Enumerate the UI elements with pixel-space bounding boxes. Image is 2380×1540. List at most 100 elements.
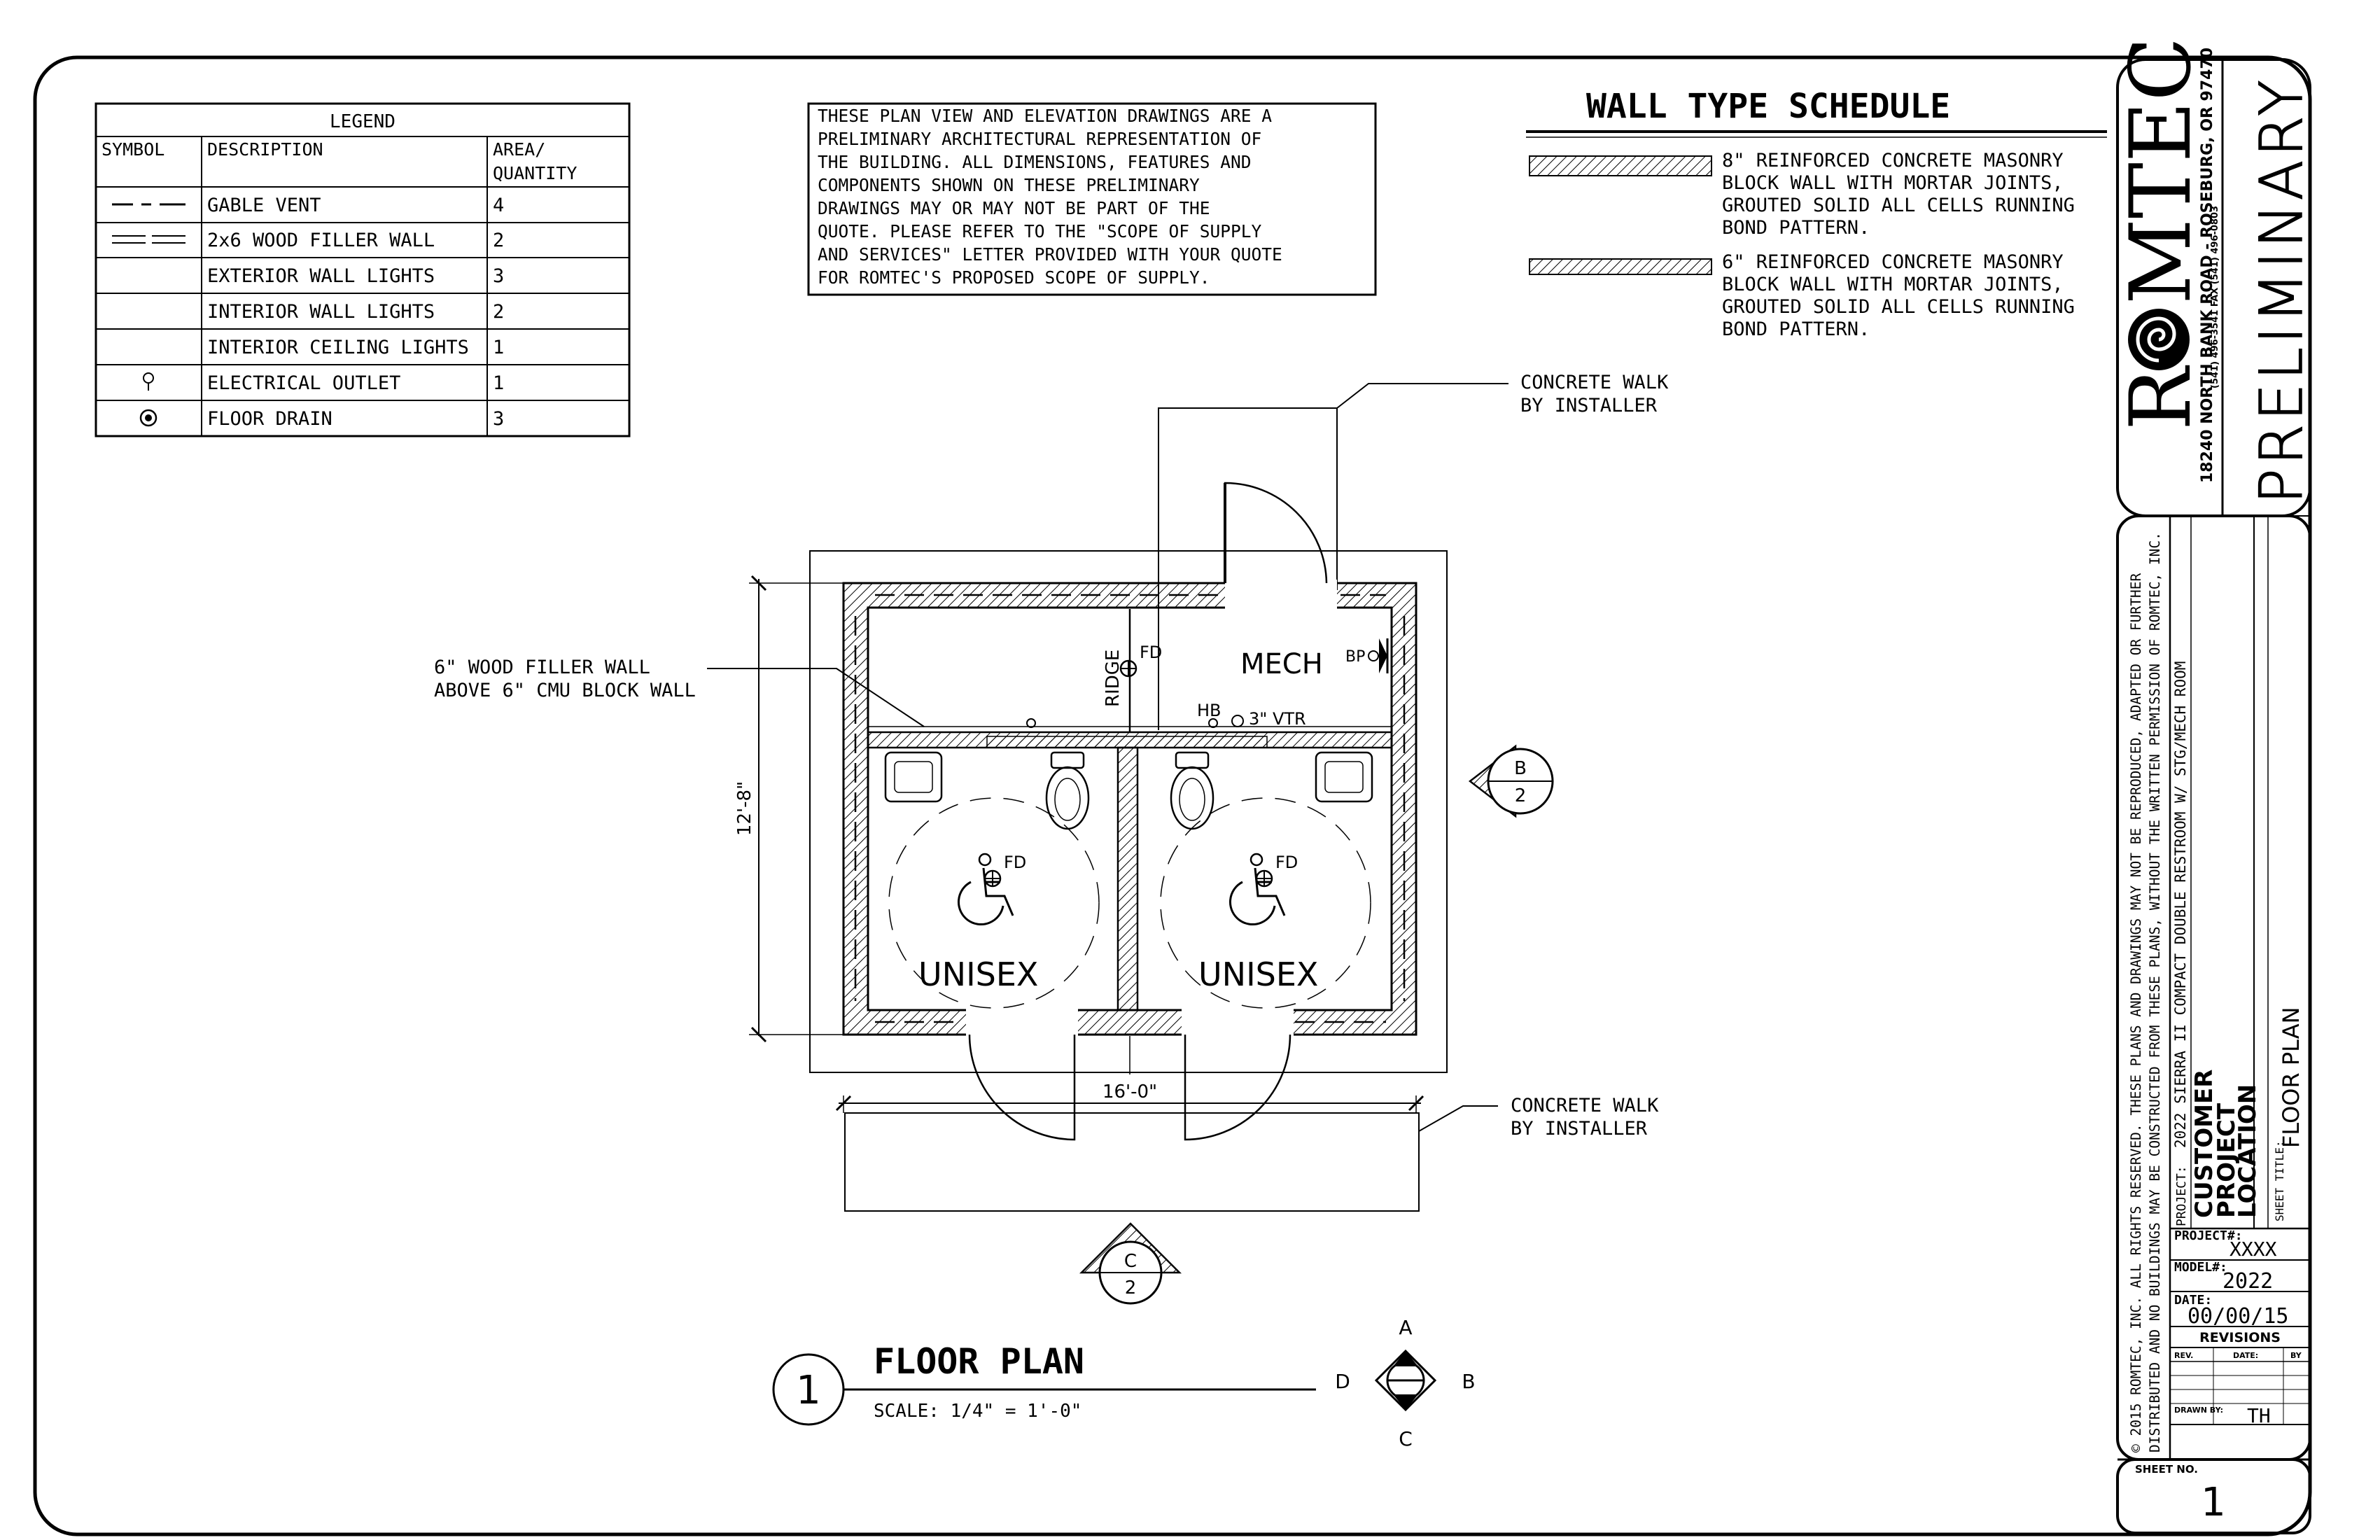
legend-row-quantity: 1 bbox=[493, 337, 504, 358]
walk-note-bottom: BY INSTALLER bbox=[1511, 1118, 1648, 1140]
section-b-number: 2 bbox=[1515, 785, 1527, 806]
legend-row: GABLE VENT 4 bbox=[207, 195, 504, 216]
mech-door-swing bbox=[1224, 482, 1328, 584]
turning-circle-left bbox=[888, 797, 1100, 1009]
compass-a: A bbox=[1399, 1316, 1412, 1339]
fd-label: FD bbox=[1004, 853, 1026, 872]
legend-row-description: 2x6 WOOD FILLER WALL bbox=[207, 230, 435, 251]
project-label: PROJECT: bbox=[2174, 1166, 2189, 1226]
wall-type-line: 6" REINFORCED CONCRETE MASONRY bbox=[1722, 251, 2064, 273]
wall-type-6in-swatch bbox=[1529, 258, 1712, 275]
logo-text-r: R bbox=[2113, 365, 2210, 430]
copyright-line-1: © 2015 ROMTEC, INC. ALL RIGHTS RESERVED.… bbox=[2128, 573, 2144, 1452]
fd-label: FD bbox=[1140, 643, 1162, 662]
floor-drain-icon bbox=[983, 869, 1002, 888]
legend-title: LEGEND bbox=[330, 111, 396, 132]
legend-row-quantity: 3 bbox=[493, 408, 504, 430]
wall-type-8in-swatch bbox=[1529, 155, 1712, 176]
walk-note-top-leader bbox=[1336, 383, 1508, 409]
drawn-by: TH bbox=[2247, 1404, 2271, 1427]
model-label: MODEL#: bbox=[2174, 1260, 2227, 1275]
walk-note-bottom-leader bbox=[1418, 1105, 1498, 1132]
sheet-no-label: SHEET NO. bbox=[2135, 1463, 2198, 1476]
address: 18240 NORTH BANK ROAD - ROSEBURG, OR 974… bbox=[2199, 48, 2216, 483]
legend-row-quantity: 2 bbox=[493, 301, 504, 323]
legend-row-quantity: 1 bbox=[493, 372, 504, 394]
date-label: DATE: bbox=[2174, 1293, 2212, 1308]
concrete-walk-bottom bbox=[844, 1112, 1420, 1212]
legend-header-description: DESCRIPTION bbox=[207, 139, 323, 160]
walk-note-top: CONCRETE WALK bbox=[1520, 372, 1669, 393]
legend-row: EXTERIOR WALL LIGHTS 3 bbox=[207, 265, 504, 287]
plan-title: 1 FLOOR PLAN SCALE: 1/4" = 1'-0" bbox=[772, 1341, 1316, 1426]
legend-row: ELECTRICAL OUTLET 1 bbox=[207, 372, 504, 394]
outlet-icon bbox=[143, 372, 154, 391]
compass-rose: A B C D bbox=[1335, 1316, 1475, 1450]
rev-col-by: BY bbox=[2290, 1351, 2302, 1360]
wall-type-line: GROUTED SOLID ALL CELLS RUNNING bbox=[1722, 296, 2075, 318]
legend-row-description: GABLE VENT bbox=[207, 195, 321, 216]
backflow-preventer-icon bbox=[1368, 638, 1389, 673]
floor-plan: RIDGE FD FD FD MECH BP HB 3" VTR UNISEX … bbox=[434, 372, 1669, 1305]
section-marker-b: B 2 bbox=[1468, 744, 1554, 818]
filler-note: ABOVE 6" CMU BLOCK WALL bbox=[434, 680, 696, 701]
notice-line: COMPONENTS SHOWN ON THESE PRELIMINARY bbox=[818, 175, 1200, 195]
section-c-letter: C bbox=[1124, 1251, 1137, 1272]
left-door-swing bbox=[968, 1034, 1076, 1141]
customer-name: CUSTOMER bbox=[2190, 1070, 2218, 1218]
legend-table: LEGEND SYMBOL DESCRIPTION AREA/ QUANTITY… bbox=[94, 102, 631, 438]
turning-circle-right bbox=[1160, 797, 1371, 1009]
floor-drain-icon bbox=[1255, 869, 1273, 888]
room-label-left: UNISEX bbox=[918, 955, 1038, 993]
room-label-right: UNISEX bbox=[1198, 955, 1318, 993]
notice-line: FOR ROMTEC'S PROPOSED SCOPE OF SUPPLY. bbox=[818, 267, 1210, 288]
spiral-logo-icon bbox=[2128, 309, 2190, 370]
notice-line: AND SERVICES" LETTER PROVIDED WITH YOUR … bbox=[818, 244, 1282, 265]
legend-header-symbol: SYMBOL bbox=[102, 139, 164, 160]
plan-number: 1 bbox=[796, 1368, 821, 1413]
legend-row-quantity: 3 bbox=[493, 265, 504, 287]
section-marker-c: C 2 bbox=[1079, 1222, 1182, 1305]
legend-row-description: EXTERIOR WALL LIGHTS bbox=[207, 265, 435, 287]
preliminary-notice: THESE PLAN VIEW AND ELEVATION DRAWINGS A… bbox=[807, 102, 1377, 296]
dimension-width-label: 16'-0" bbox=[1102, 1082, 1157, 1102]
legend-row-description: FLOOR DRAIN bbox=[207, 408, 332, 430]
walk-note-bottom: CONCRETE WALK bbox=[1511, 1095, 1659, 1116]
legend-header-area: AREA/ bbox=[493, 139, 545, 160]
section-c-number: 2 bbox=[1125, 1278, 1137, 1298]
legend-header-quantity: QUANTITY bbox=[493, 163, 577, 183]
vtr-label: 3" VTR bbox=[1249, 709, 1306, 729]
preliminary-stamp: PRELIMINARY bbox=[2247, 76, 2316, 504]
project-no-label: PROJECT#: bbox=[2174, 1228, 2243, 1243]
date-value: 00/00/15 bbox=[2188, 1304, 2289, 1329]
toilet-left bbox=[1045, 751, 1090, 830]
hose-bib-icon bbox=[1208, 718, 1218, 728]
bp-label: BP bbox=[1345, 648, 1365, 666]
hb-label: HB bbox=[1197, 701, 1222, 720]
filler-wall-symbol bbox=[112, 235, 186, 244]
mech-room-label: MECH bbox=[1240, 648, 1323, 680]
project-value: 2022 SIERRA II COMPACT DOUBLE RESTROOM W… bbox=[2172, 662, 2189, 1148]
copyright-line-2: DISTRIBUTED AND NO BUILDINGS MAY BE CONS… bbox=[2147, 532, 2163, 1452]
legend-row-quantity: 4 bbox=[493, 195, 504, 216]
rev-col-rev: REV. bbox=[2174, 1351, 2193, 1360]
section-b-letter: B bbox=[1514, 758, 1527, 779]
legend-row-description: ELECTRICAL OUTLET bbox=[207, 372, 400, 394]
plan-scale: SCALE: 1/4" = 1'-0" bbox=[874, 1401, 1082, 1422]
dimension-width: 16'-0" bbox=[835, 1036, 1424, 1113]
project-location: LOCATION bbox=[2234, 1084, 2262, 1218]
roof-overhang bbox=[809, 550, 1448, 1073]
dimension-height: 12'-8" bbox=[734, 575, 854, 1043]
sheet-title-label: SHEET TITLE: bbox=[2273, 1140, 2286, 1222]
notice-line: DRAWINGS MAY OR MAY NOT BE PART OF THE bbox=[818, 198, 1210, 218]
logo-text-mtec: MTEC bbox=[2113, 37, 2210, 304]
legend-row-quantity: 2 bbox=[493, 230, 504, 251]
sheet-no: 1 bbox=[2201, 1480, 2226, 1525]
wall-type-line: BLOCK WALL WITH MORTAR JOINTS, bbox=[1722, 172, 2064, 194]
right-door-swing bbox=[1184, 1034, 1292, 1141]
sheet-no-box bbox=[2116, 1458, 2311, 1534]
title-block: R MTEC 18240 NORTH BANK ROAD - ROSEBURG,… bbox=[2113, 37, 2316, 1534]
legend-row-description: INTERIOR CEILING LIGHTS bbox=[207, 337, 469, 358]
floor-drain-icon bbox=[139, 409, 158, 427]
